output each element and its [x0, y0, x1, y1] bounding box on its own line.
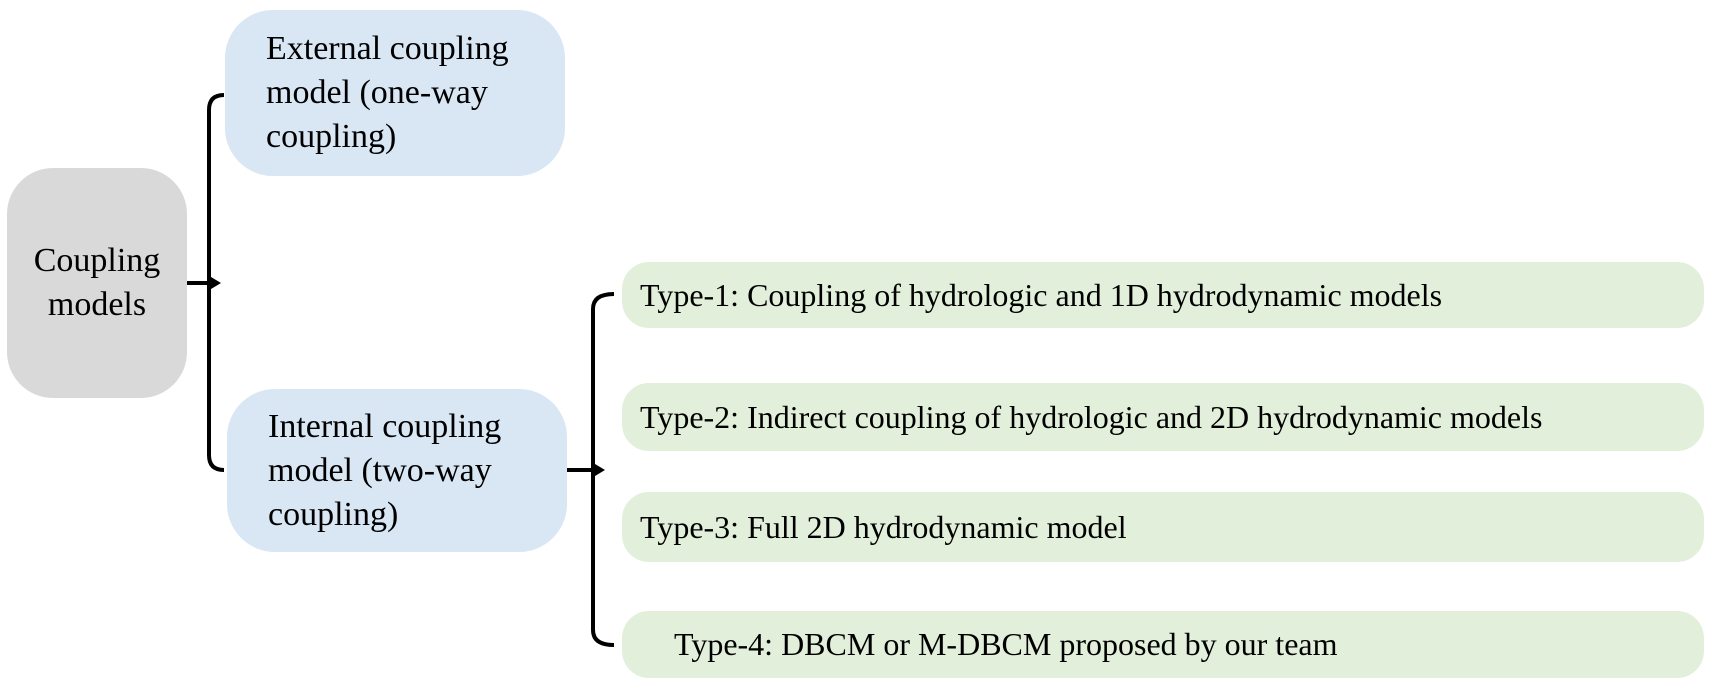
root-connector-tip [211, 277, 221, 289]
node-type-1-label: Type-1: Coupling of hydrologic and 1D hy… [640, 276, 1443, 313]
node-internal-coupling-model: Internal coupling model (two-way couplin… [227, 389, 567, 552]
right-brace [591, 292, 615, 647]
node-coupling-models: Coupling models [7, 168, 187, 398]
node-external-coupling-model-label: External coupling model (one-way couplin… [266, 30, 509, 155]
node-coupling-models-label: Coupling models [33, 242, 161, 323]
node-internal-coupling-model-label: Internal coupling model (two-way couplin… [268, 407, 502, 533]
node-type-3-label: Type-3: Full 2D hydrodynamic model [640, 508, 1127, 545]
node-external-coupling-model: External coupling model (one-way couplin… [225, 10, 565, 176]
node-type-4: Type-4: DBCM or M-DBCM proposed by our t… [622, 611, 1704, 678]
node-type-1: Type-1: Coupling of hydrologic and 1D hy… [622, 262, 1704, 328]
node-type-2: Type-2: Indirect coupling of hydrologic … [622, 383, 1704, 451]
node-type-2-label: Type-2: Indirect coupling of hydrologic … [640, 398, 1543, 435]
node-type-3: Type-3: Full 2D hydrodynamic model [622, 492, 1704, 562]
internal-connector-tip [595, 464, 605, 476]
left-brace [207, 93, 225, 472]
node-type-4-label: Type-4: DBCM or M-DBCM proposed by our t… [674, 626, 1338, 662]
